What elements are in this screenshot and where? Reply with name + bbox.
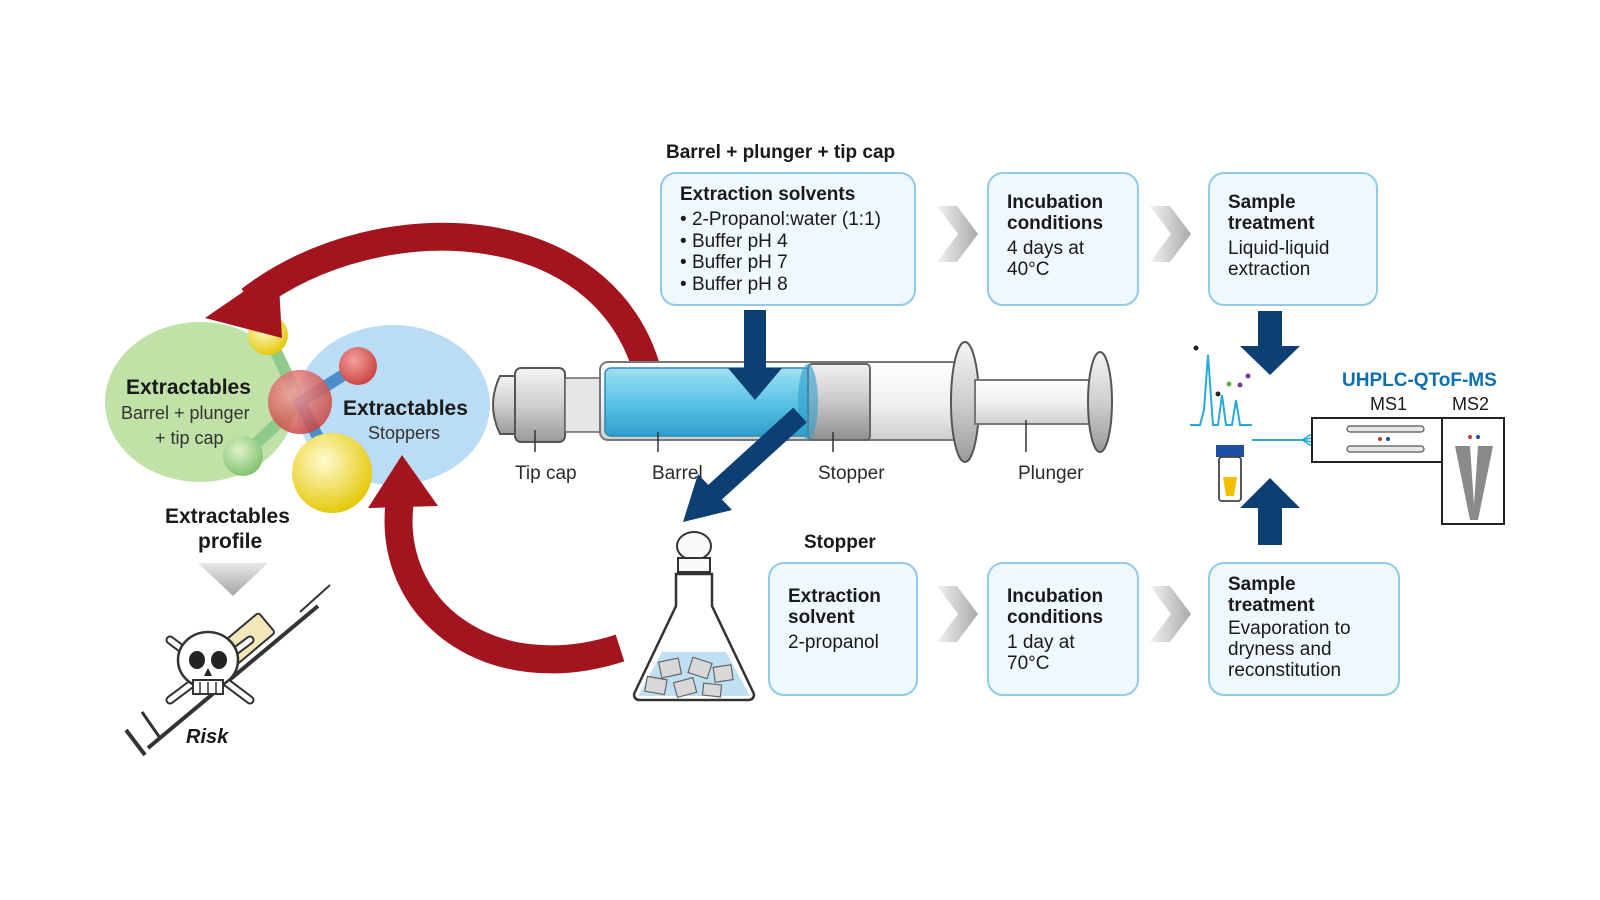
incubation-title-stopper: Incubation conditions [1007,586,1104,628]
extraction-solvents-title: Extraction solvents [680,184,856,205]
dark-arrow-stopper-treatment-to-ms [1240,478,1300,545]
extractables-profile-line-1: Extractables [165,505,290,528]
plunger-label: Plunger [1018,463,1084,484]
sample-treatment-title-barrel: Sample treatment [1228,192,1315,234]
tip-cap-label: Tip cap [515,463,577,484]
extraction-solvent-box-stopper: Extraction solvent 2-propanol [768,562,918,696]
extractables-profile-line-2: profile [198,530,263,553]
stopper-route-header: Stopper [804,532,876,553]
risk-label: Risk [186,726,229,748]
sample-treatment-text-barrel: Liquid-liquid extraction [1228,238,1330,280]
extraction-solvent-title-stopper: Extraction solvent [788,586,881,628]
sample-treatment-box-barrel: Sample treatment Liquid-liquid extractio… [1208,172,1378,306]
barrel-label: Barrel [652,463,703,484]
incubation-text-stopper: 1 day at 70°C [1007,632,1075,674]
chromatogram-icon [1190,345,1252,426]
extractables-barrel-sub-1: Barrel + plunger [121,403,250,423]
extraction-solvents-list: 2-Propanol:water (1:1) Buffer pH 4 Buffe… [680,209,898,295]
dark-arrow-treatment-to-ms [1240,311,1300,375]
flask-icon [632,531,756,702]
solvent-item: Buffer pH 7 [680,252,898,274]
red-arrow-to-extractables-stoppers [368,455,625,674]
extraction-solvent-text-stopper: 2-propanol [788,632,879,653]
gray-down-arrow [198,563,268,596]
sample-treatment-box-stopper: Sample treatment Evaporation to dryness … [1208,562,1400,696]
barrel-route-header: Barrel + plunger + tip cap [666,142,896,163]
mass-spectrometer-schematic [1252,417,1505,525]
solvent-item: 2-Propanol:water (1:1) [680,209,898,231]
ms1-label: MS1 [1370,394,1408,414]
sample-treatment-title-stopper: Sample treatment [1228,574,1315,616]
red-arrow-to-extractables-barrel [205,222,666,395]
sample-treatment-text-stopper: Evaporation to dryness and reconstitutio… [1228,618,1351,681]
vial-icon [1216,445,1244,502]
incubation-box-barrel: Incubation conditions 4 days at 40°C [987,172,1139,306]
extractables-barrel-sub-2: + tip cap [155,428,224,448]
incubation-box-stopper: Incubation conditions 1 day at 70°C [987,562,1139,696]
syringe-illustration [492,341,1113,463]
extractables-stoppers-title: Extractables [343,397,468,420]
extraction-solvents-box: Extraction solvents 2-Propanol:water (1:… [660,172,916,306]
dark-arrow-extraction-to-syringe [728,310,782,400]
chevrons [937,206,1191,642]
solvent-item: Buffer pH 8 [680,274,898,296]
instrument-name: UHPLC-QToF-MS [1342,370,1497,391]
incubation-title-barrel: Incubation conditions [1007,192,1104,234]
molecule-icon [223,315,377,513]
solvent-item: Buffer pH 4 [680,231,898,253]
ms2-label: MS2 [1452,394,1490,414]
dark-arrow-syringe-to-flask [683,407,807,522]
stopper-part-label: Stopper [818,463,885,484]
extractables-stoppers-sub: Stoppers [368,423,441,443]
extractables-barrel-title: Extractables [126,376,251,399]
risk-skull-syringe-icon [124,584,331,757]
incubation-text-barrel: 4 days at 40°C [1007,238,1085,280]
